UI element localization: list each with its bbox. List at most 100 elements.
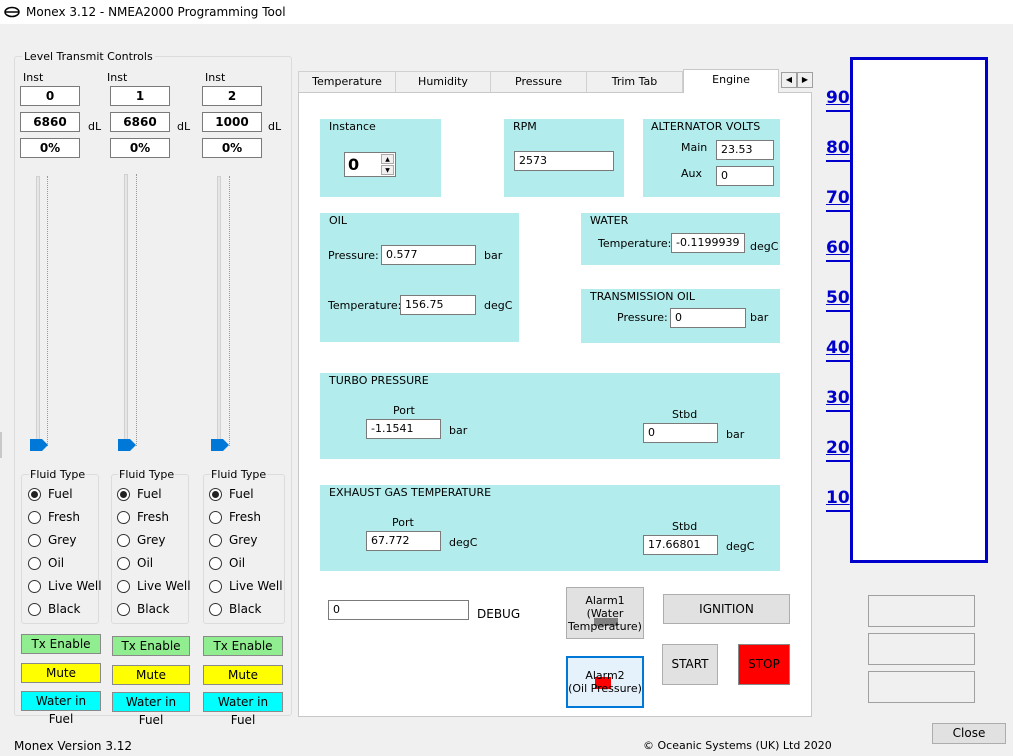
channel-2-slider-track[interactable] [217, 176, 221, 448]
channel-0-tx-enable-button[interactable]: Tx Enable [21, 634, 101, 654]
radio-circle[interactable] [209, 511, 222, 524]
channel-2-water-in-fuel-button[interactable]: Water in Fuel [203, 692, 283, 727]
radio-circle[interactable] [209, 580, 222, 593]
channel-1-fluid-radio-live-well[interactable]: Live Well [117, 579, 191, 593]
channel-1-mute-button[interactable]: Mute [112, 665, 190, 685]
channel-1-fluid-radio-grey[interactable]: Grey [117, 533, 165, 547]
channel-2-slider-thumb[interactable] [211, 439, 229, 451]
turbo-stbd-input[interactable]: 0 [643, 423, 718, 443]
transmission-pressure-input[interactable]: 0 [670, 308, 746, 328]
radio-circle[interactable] [28, 603, 41, 616]
channel-1-water-in-fuel-button[interactable]: Water in Fuel [112, 692, 190, 727]
close-button[interactable]: Close [932, 723, 1006, 744]
radio-circle[interactable] [28, 580, 41, 593]
channel-0-slider-thumb[interactable] [30, 439, 48, 451]
start-button[interactable]: START [662, 644, 718, 685]
alternator-aux-label: Aux [681, 167, 703, 180]
tab-pressure[interactable]: Pressure [490, 71, 587, 92]
radio-label: Oil [48, 556, 65, 570]
channel-2-percent-field[interactable]: 0% [202, 138, 262, 158]
radio-circle[interactable] [209, 557, 222, 570]
radio-circle[interactable] [117, 488, 130, 501]
channel-2-mute-button[interactable]: Mute [203, 665, 283, 685]
tab-engine[interactable]: Engine [683, 69, 779, 93]
radio-circle[interactable] [28, 557, 41, 570]
channel-0-fluid-radio-fresh[interactable]: Fresh [28, 510, 80, 524]
alarm2-button[interactable]: Alarm2 (Oil Pressure) [566, 656, 644, 708]
oil-pressure-input[interactable]: 0.577 [381, 245, 476, 265]
channel-0-fluid-radio-oil[interactable]: Oil [28, 556, 64, 570]
channel-0-level-field[interactable]: 6860 [20, 112, 80, 132]
stop-button[interactable]: STOP [738, 644, 790, 685]
water-temperature-unit: degC [750, 240, 779, 253]
alarm1-line2: (Water [586, 607, 624, 620]
channel-0-water-in-fuel-button[interactable]: Water in Fuel [21, 691, 101, 726]
rpm-input[interactable]: 2573 [514, 151, 614, 171]
channel-2-fluid-radio-fuel[interactable]: Fuel [209, 487, 254, 501]
transmission-pressure-unit: bar [750, 311, 769, 324]
turbo-port-input[interactable]: -1.1541 [366, 419, 441, 439]
channel-0-inst-field[interactable]: 0 [20, 86, 80, 106]
channel-1-level-field[interactable]: 6860 [110, 112, 170, 132]
radio-circle[interactable] [209, 488, 222, 501]
instance-spinner[interactable]: 0 ▲ ▼ [344, 152, 396, 177]
gauge-label-70: 70 [826, 188, 850, 208]
channel-0-fluid-radio-fuel[interactable]: Fuel [28, 487, 73, 501]
channel-2-fluid-radio-black[interactable]: Black [209, 602, 261, 616]
channel-1-percent-field[interactable]: 0% [110, 138, 170, 158]
radio-circle[interactable] [117, 580, 130, 593]
spinner-up-button[interactable]: ▲ [381, 154, 394, 164]
channel-2-tx-enable-button[interactable]: Tx Enable [203, 636, 283, 656]
radio-circle[interactable] [117, 557, 130, 570]
channel-1-tx-enable-button[interactable]: Tx Enable [112, 636, 190, 656]
alternator-aux-input[interactable]: 0 [716, 166, 774, 186]
gauge-tick [826, 110, 851, 112]
radio-circle[interactable] [117, 511, 130, 524]
channel-1-inst-field[interactable]: 1 [110, 86, 170, 106]
radio-circle[interactable] [28, 511, 41, 524]
channel-1-fluid-radio-fresh[interactable]: Fresh [117, 510, 169, 524]
channel-2-inst-field[interactable]: 2 [202, 86, 262, 106]
gauge-tick [826, 260, 851, 262]
channel-0-mute-button[interactable]: Mute [21, 663, 101, 683]
channel-1-fluid-radio-fuel[interactable]: Fuel [117, 487, 162, 501]
channel-0-fluid-radio-grey[interactable]: Grey [28, 533, 76, 547]
gauge-tick [826, 460, 851, 462]
tab-scroll-right-button[interactable]: ▶ [797, 72, 813, 88]
channel-2-level-field[interactable]: 1000 [202, 112, 262, 132]
alarm2-indicator [595, 677, 611, 689]
radio-label: Black [229, 602, 262, 616]
channel-2-fluid-radio-oil[interactable]: Oil [209, 556, 245, 570]
channel-2-fluid-radio-fresh[interactable]: Fresh [209, 510, 261, 524]
radio-circle[interactable] [28, 488, 41, 501]
ignition-button[interactable]: IGNITION [663, 594, 790, 624]
exhaust-port-input[interactable]: 67.772 [366, 531, 441, 551]
radio-circle[interactable] [117, 603, 130, 616]
exhaust-stbd-input[interactable]: 17.66801 [643, 535, 718, 555]
channel-0-fluid-radio-black[interactable]: Black [28, 602, 80, 616]
channel-1-slider-thumb[interactable] [118, 439, 136, 451]
water-temperature-input[interactable]: -0.1199939 [671, 233, 745, 253]
channel-2-fluid-radio-live-well[interactable]: Live Well [209, 579, 283, 593]
debug-input[interactable]: 0 [328, 600, 469, 620]
spinner-down-button[interactable]: ▼ [381, 165, 394, 175]
channel-0-fluid-radio-live-well[interactable]: Live Well [28, 579, 102, 593]
radio-circle[interactable] [209, 603, 222, 616]
radio-circle[interactable] [117, 534, 130, 547]
channel-0-slider-track[interactable] [36, 176, 40, 448]
alternator-main-input[interactable]: 23.53 [716, 140, 774, 160]
radio-circle[interactable] [209, 534, 222, 547]
channel-1-fluid-radio-black[interactable]: Black [117, 602, 169, 616]
oil-temperature-input[interactable]: 156.75 [400, 295, 476, 315]
inst-label: Inst [205, 71, 226, 84]
channel-0-percent-field[interactable]: 0% [20, 138, 80, 158]
alarm1-button[interactable]: Alarm1 (Water Temperature) [566, 587, 644, 639]
channel-2-fluid-radio-grey[interactable]: Grey [209, 533, 257, 547]
tab-temperature[interactable]: Temperature [298, 71, 396, 92]
tab-trim-tab[interactable]: Trim Tab [586, 71, 683, 92]
tab-scroll-left-button[interactable]: ◀ [781, 72, 797, 88]
channel-1-slider-track[interactable] [124, 174, 128, 448]
channel-1-fluid-radio-oil[interactable]: Oil [117, 556, 153, 570]
radio-circle[interactable] [28, 534, 41, 547]
tab-humidity[interactable]: Humidity [395, 71, 491, 92]
